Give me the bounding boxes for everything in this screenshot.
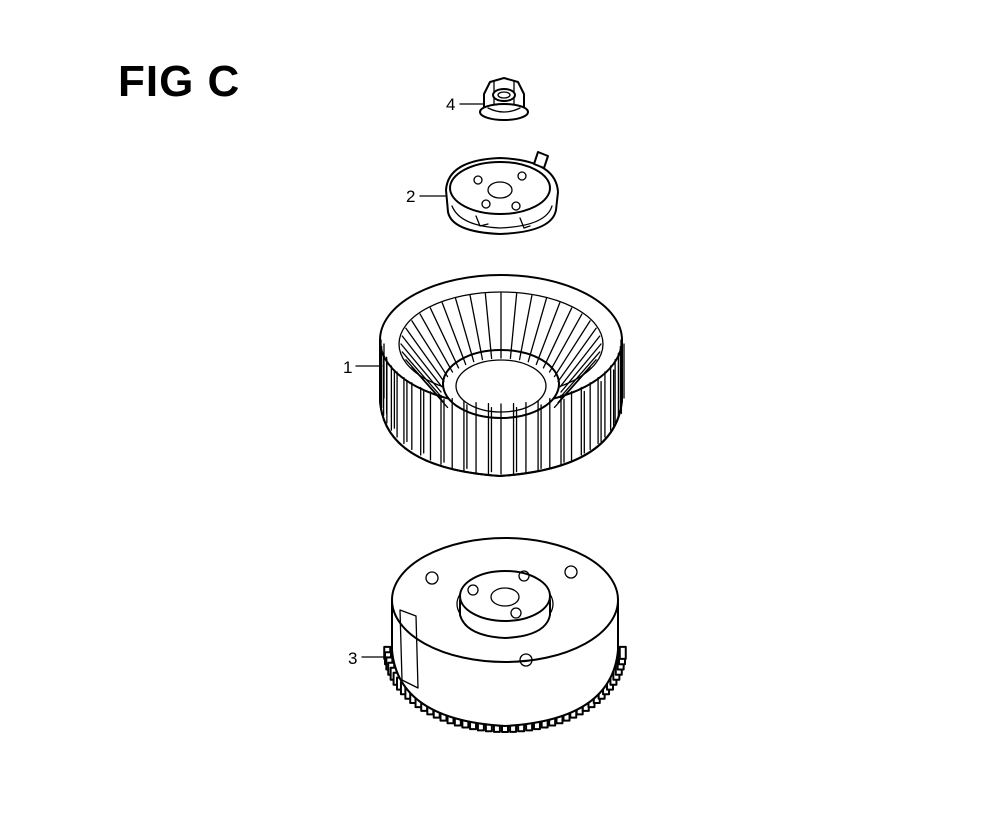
callout-number-4: 4 (446, 95, 455, 114)
flange-nut-drawing (479, 77, 529, 121)
callout-3: 3 (348, 649, 393, 668)
callout-number-2: 2 (406, 187, 415, 206)
callout-4: 4 (446, 95, 485, 114)
starter-pulley-drawing (445, 151, 559, 235)
callout-2: 2 (406, 187, 447, 206)
callout-1: 1 (343, 358, 383, 377)
flywheel-drawing (383, 537, 627, 733)
callout-number-3: 3 (348, 649, 357, 668)
cooling-fan-drawing (379, 274, 625, 477)
callout-number-1: 1 (343, 358, 352, 377)
figure-title: FIG C (118, 57, 241, 106)
